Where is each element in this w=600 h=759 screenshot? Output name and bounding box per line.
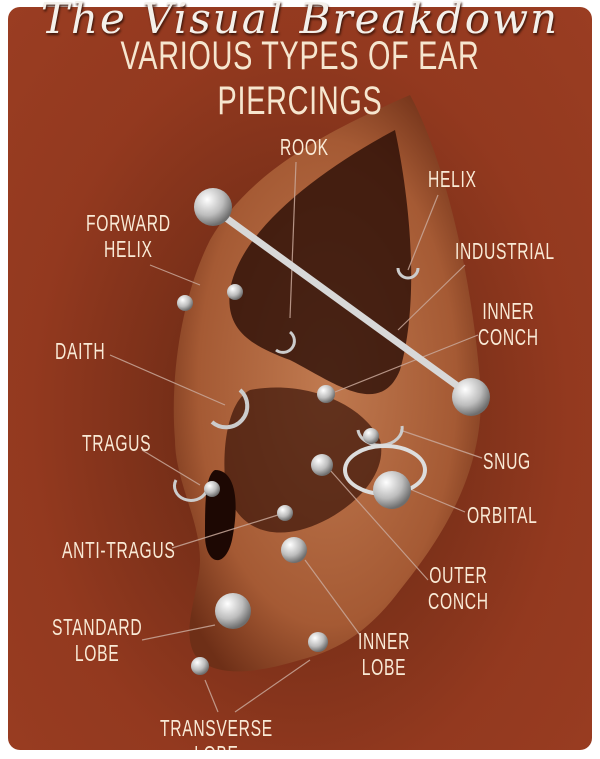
inner-lobe-ball <box>281 537 307 563</box>
label-industrial: Industrial <box>455 238 555 264</box>
snug-ball <box>363 428 379 444</box>
label-inner-lobe: InnerLobe <box>358 628 411 680</box>
label-outer-conch: OuterConch <box>428 562 489 614</box>
inner-conch-ball <box>317 385 335 403</box>
label-standard-lobe: StandardLobe <box>52 614 143 666</box>
rook-ring <box>275 330 296 354</box>
label-inner-conch: InnerConch <box>478 298 539 350</box>
tragus-ball <box>204 481 220 497</box>
forward-helix-ball <box>177 295 193 311</box>
page-subtitle: VARIOUS TYPES OF EAR PIERCINGS <box>120 34 480 123</box>
label-rook: Rook <box>280 134 329 160</box>
ear-inner-shadow <box>229 130 412 395</box>
label-snug: Snug <box>483 448 531 474</box>
transverse-lobe-ball-2 <box>308 632 328 652</box>
label-daith: Daith <box>55 338 106 364</box>
outer-conch-ball <box>311 454 333 476</box>
tragus-ring <box>173 479 208 502</box>
industrial-bar <box>212 207 473 398</box>
label-helix: Helix <box>428 166 477 192</box>
jewelry <box>173 188 490 675</box>
daith-ring <box>210 388 250 430</box>
label-anti-tragus: Anti-Tragus <box>62 537 176 563</box>
industrial-ball-top <box>194 188 232 226</box>
pointer-lines <box>109 161 483 713</box>
orbital-ball <box>373 471 411 509</box>
industrial-ball-bottom <box>452 378 490 416</box>
page-title: The Visual Breakdown <box>40 0 560 43</box>
label-forward-helix: ForwardHelix <box>86 210 171 262</box>
transverse-lobe-ball-1 <box>191 657 209 675</box>
standard-lobe-ball <box>215 593 251 629</box>
ear-concha-shadow <box>224 387 382 533</box>
helix-ring <box>396 267 420 280</box>
label-orbital: Orbital <box>467 502 538 528</box>
anti-tragus-ball <box>277 505 293 521</box>
label-tragus: Tragus <box>82 430 152 456</box>
forward-helix-ball-2 <box>227 284 243 300</box>
